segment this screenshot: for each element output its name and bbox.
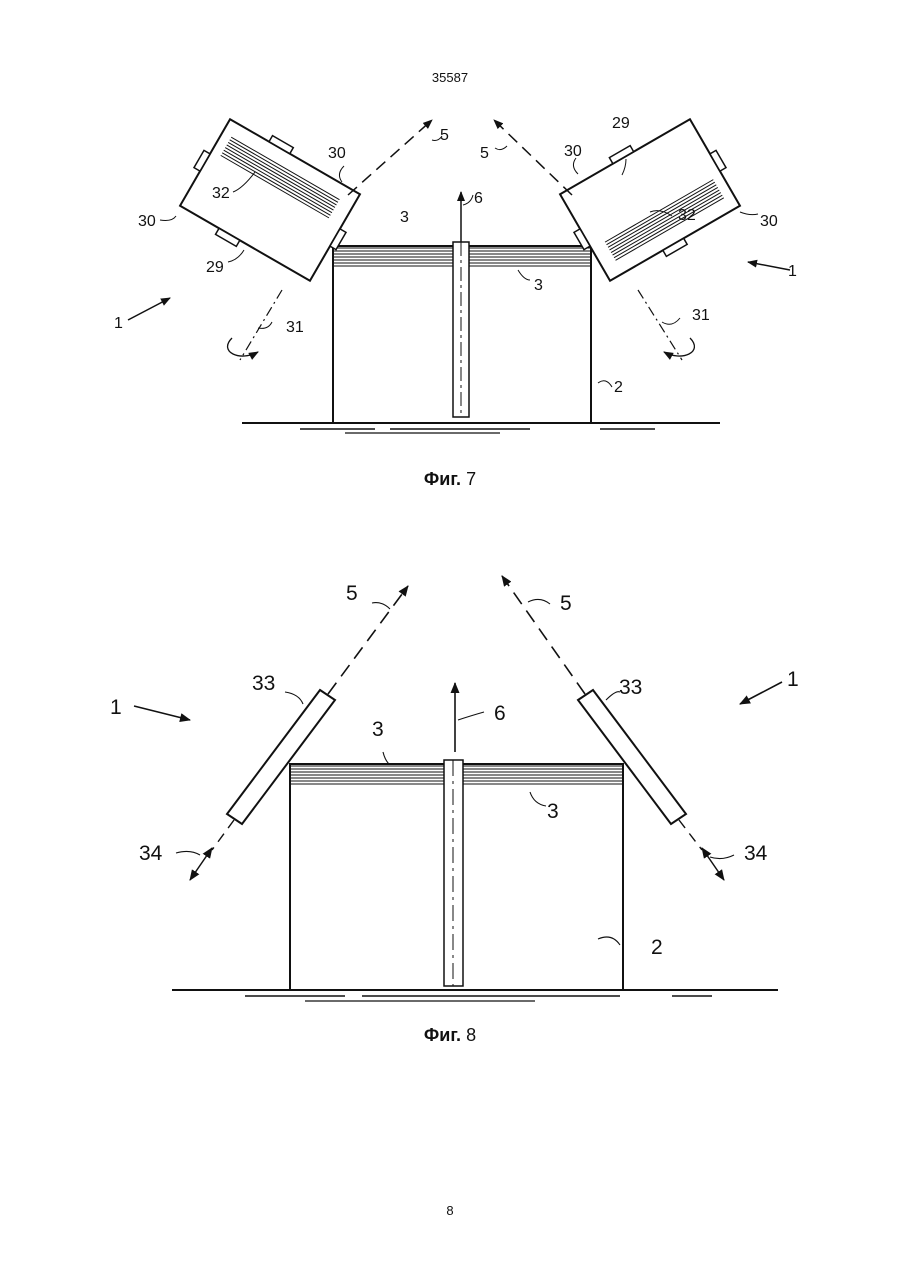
label-ray-left: 5 [346, 582, 358, 605]
label-motion-left: 34 [139, 842, 163, 865]
ground-lines [172, 990, 778, 1001]
label-panel-right: 33 [619, 676, 642, 699]
caption-number: 8 [466, 1025, 476, 1045]
label-base: 2 [614, 379, 623, 396]
rotation-arrow-left [228, 338, 258, 356]
axis-left [240, 290, 282, 360]
motion-arrow-right [702, 848, 724, 880]
assembly-arrow-right [740, 682, 782, 704]
figure-8-caption: Фиг. 8 [0, 1025, 900, 1046]
label-stack-right: 32 [678, 207, 696, 224]
right-panel [578, 690, 686, 824]
label-panel-left: 33 [252, 672, 275, 695]
label-center-arrow: 6 [474, 190, 483, 207]
label-assembly-right: 1 [788, 263, 797, 280]
label-motion-right: 34 [744, 842, 768, 865]
figure-7-drawing: 5 5 6 30 30 30 30 29 29 32 32 3 3 2 1 1 … [0, 100, 900, 445]
label-assembly-left: 1 [110, 696, 122, 719]
label-stack-left: 32 [212, 185, 230, 202]
label-axis-right: 31 [692, 307, 710, 324]
base-container [290, 760, 623, 990]
base-container [333, 242, 591, 423]
lower-dash-right [679, 820, 702, 850]
caption-number: 7 [466, 469, 476, 489]
caption-word: Фиг. [424, 469, 461, 489]
ray-right [502, 576, 585, 694]
figure-7-caption: Фиг. 7 [0, 469, 900, 490]
figure-8-drawing: 5 5 6 33 33 3 3 2 1 1 34 34 [0, 555, 900, 1015]
label-assembly-right: 1 [787, 668, 799, 691]
rotation-arrow-right [664, 338, 694, 356]
ground-lines [242, 423, 720, 433]
assembly-arrow-right [748, 262, 790, 270]
document-number: 35587 [0, 70, 900, 85]
label-layer-side: 3 [534, 277, 543, 294]
label-ray-left: 5 [440, 127, 449, 144]
label-layer-top: 3 [400, 209, 409, 226]
label-layer-side: 3 [547, 800, 559, 823]
left-panel [227, 690, 335, 824]
label-housing-left-side: 30 [138, 213, 156, 230]
label-ray-right: 5 [480, 145, 489, 162]
ray-right [494, 120, 572, 195]
assembly-arrow-left [134, 706, 190, 720]
lower-dash-left [212, 820, 234, 850]
label-ray-right: 5 [560, 592, 572, 615]
label-body-left: 29 [206, 259, 224, 276]
label-housing-left-top: 30 [328, 145, 346, 162]
label-center-arrow: 6 [494, 702, 506, 725]
page-number: 8 [0, 1203, 900, 1218]
label-layer-top: 3 [372, 718, 384, 741]
label-axis-left: 31 [286, 319, 304, 336]
motion-arrow-left [190, 848, 212, 880]
label-housing-right-side: 30 [760, 213, 778, 230]
label-body-right: 29 [612, 115, 630, 132]
axis-right [638, 290, 682, 360]
assembly-arrow-left [128, 298, 170, 320]
ray-left [348, 120, 432, 195]
caption-word: Фиг. [424, 1025, 461, 1045]
label-base: 2 [651, 936, 663, 959]
ray-left [328, 586, 408, 694]
label-housing-right-top: 30 [564, 143, 582, 160]
label-assembly-left: 1 [114, 315, 123, 332]
